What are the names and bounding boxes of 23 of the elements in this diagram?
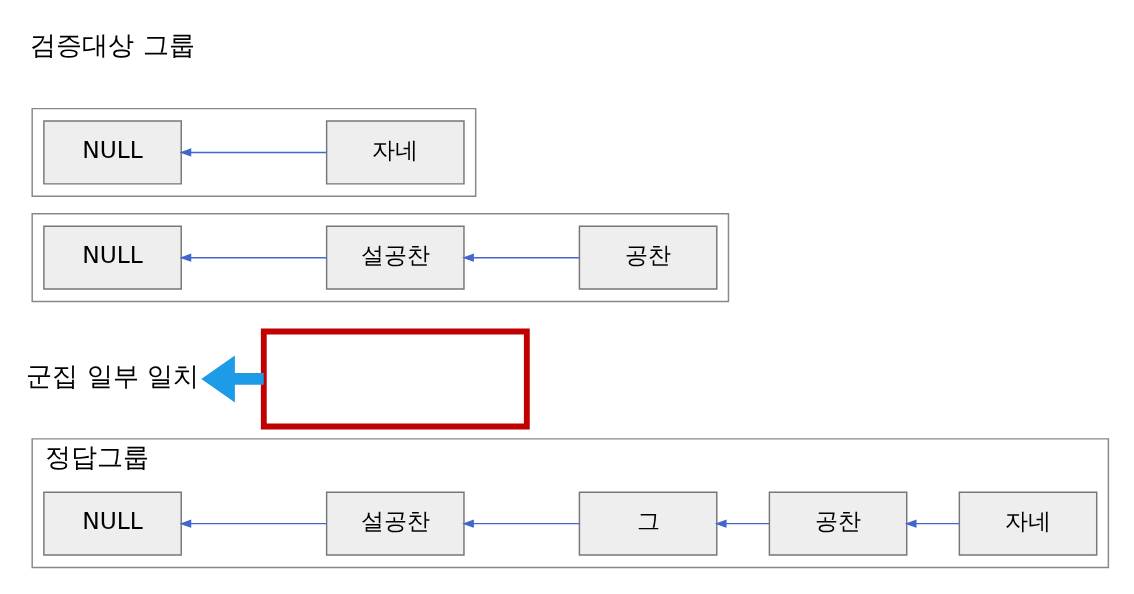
node-box: 그 <box>578 490 718 556</box>
arrow <box>904 519 960 528</box>
cluster <box>31 212 730 302</box>
node-box: NULL <box>43 225 182 290</box>
node-box <box>260 328 530 429</box>
arrow <box>714 519 770 528</box>
arrow <box>462 253 581 262</box>
node-box: 설공찬 <box>325 225 465 290</box>
node-box: NULL <box>43 119 182 185</box>
arrow <box>179 253 327 262</box>
arrow <box>201 354 264 402</box>
node-box: 공찬 <box>768 490 908 556</box>
label: 검증대상 그룹 <box>30 29 195 60</box>
node-box: 설공찬 <box>325 490 465 556</box>
node-box: 자네 <box>325 119 465 185</box>
arrow <box>179 147 327 157</box>
node-text: 군집 일부 일치 <box>26 360 199 391</box>
node-box: 공찬 <box>578 225 718 290</box>
arrow <box>179 519 327 528</box>
cluster <box>31 107 477 197</box>
node-box: NULL <box>43 490 182 556</box>
node-box: 자네 <box>958 490 1098 556</box>
arrow <box>462 519 581 528</box>
